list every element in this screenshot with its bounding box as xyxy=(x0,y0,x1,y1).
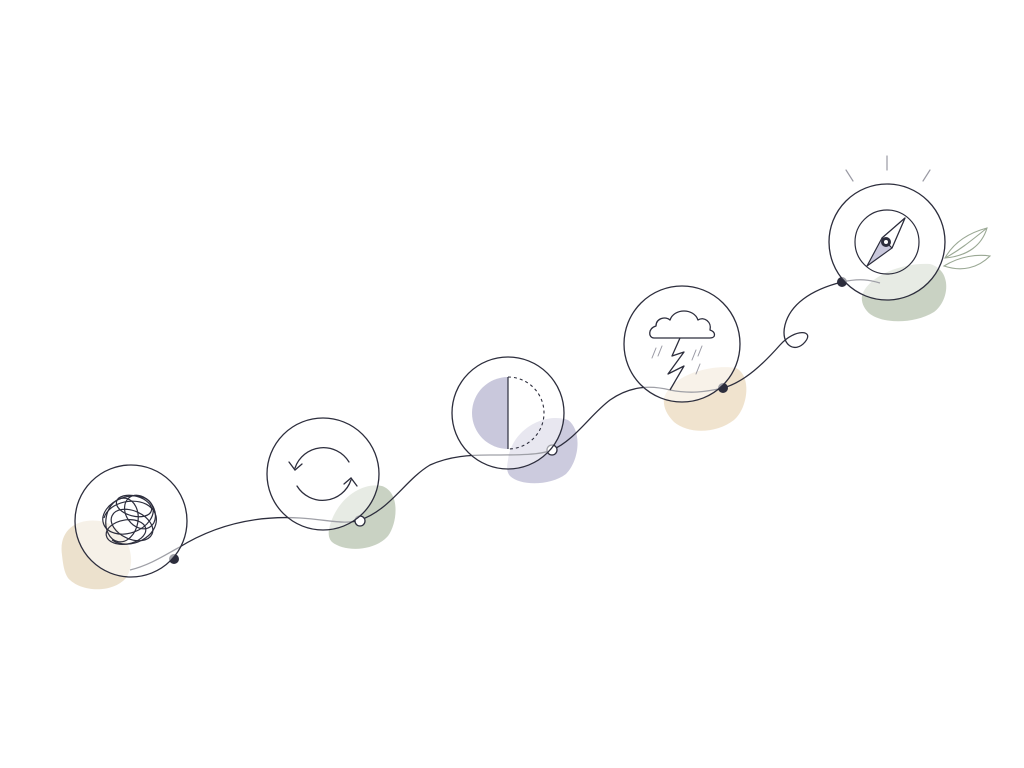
step-1 xyxy=(74,464,188,578)
step-2-circle xyxy=(266,417,380,531)
step-4 xyxy=(623,285,741,403)
tangled-scribble-icon xyxy=(102,494,157,545)
leaf-icon xyxy=(942,227,992,270)
step-3 xyxy=(451,356,565,470)
step-5 xyxy=(828,155,992,301)
step-4-circle xyxy=(623,285,741,403)
storm-cloud-icon xyxy=(649,310,716,391)
compass-icon xyxy=(854,209,920,275)
half-moon-icon xyxy=(472,376,545,450)
cycle-arrows-icon xyxy=(288,447,358,501)
step-2 xyxy=(266,417,380,531)
step-1-circle xyxy=(74,464,188,578)
light-rays xyxy=(845,155,931,182)
rain-streaks xyxy=(651,345,703,375)
